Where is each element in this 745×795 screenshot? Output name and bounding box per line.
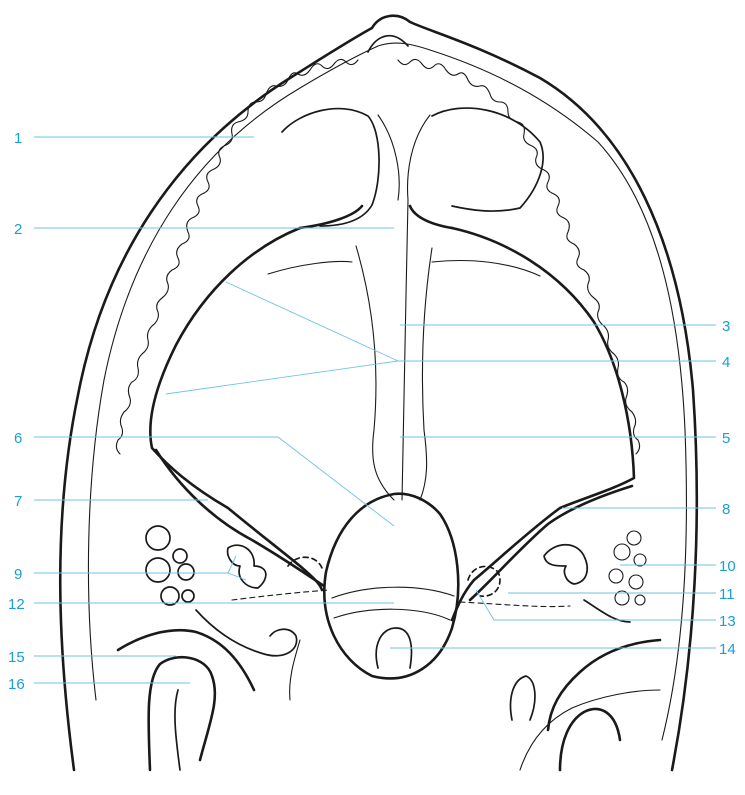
- mastoid-cells-right: [609, 531, 646, 605]
- suture-right: [398, 59, 640, 454]
- clivus-right: [420, 248, 432, 500]
- label-12: 12: [8, 596, 25, 613]
- label-6: 6: [14, 430, 22, 447]
- label-3: 3: [722, 318, 730, 335]
- clivus-left: [356, 246, 394, 500]
- leader-13: [476, 590, 716, 620]
- condyle-right: [560, 709, 620, 770]
- fossa-outline: [150, 228, 322, 590]
- label-8: 8: [722, 501, 730, 518]
- leader-4: [166, 282, 398, 394]
- foramen-band-1: [332, 587, 454, 598]
- jugular-left: [196, 610, 297, 656]
- label-1: 1: [14, 130, 22, 147]
- label-14: 14: [719, 641, 736, 658]
- jugular-right: [584, 600, 630, 622]
- label-7: 7: [14, 493, 22, 510]
- label-15: 15: [8, 649, 25, 666]
- lesser-wing-right: [410, 206, 452, 228]
- leader-6: [34, 437, 394, 526]
- tentorium-right: [432, 261, 540, 276]
- petrous-right: [470, 486, 632, 600]
- label-4: 4: [722, 354, 730, 371]
- fossa-outline-right: [452, 228, 634, 620]
- inner-skull-contour: [88, 43, 686, 740]
- lower-left-arc: [118, 630, 254, 690]
- ear-right: [544, 545, 587, 584]
- label-16: 16: [8, 676, 25, 693]
- jaw-right-inner: [520, 690, 660, 770]
- label-11: 11: [719, 586, 735, 603]
- tentorium-left: [268, 262, 352, 275]
- lower-right-arc: [548, 640, 660, 730]
- anterior-fossa-left: [282, 109, 379, 226]
- planum-left: [378, 115, 399, 200]
- suture-left: [116, 59, 358, 454]
- styloid-left: [290, 640, 300, 700]
- clivus-center: [402, 200, 408, 500]
- label-13: 13: [719, 613, 736, 630]
- dashed-line-left: [232, 590, 330, 600]
- anterior-fossa-right: [432, 108, 543, 211]
- mastoid-cells-left: [146, 526, 194, 605]
- skull-drawing: [60, 16, 697, 770]
- ear-left: [228, 545, 266, 588]
- condyle-left: [149, 657, 215, 770]
- label-2: 2: [14, 221, 22, 238]
- foramen-magnum: [324, 494, 458, 679]
- dashed-line-right: [460, 602, 570, 607]
- label-5: 5: [722, 430, 730, 447]
- condyle-left-inner: [175, 690, 180, 770]
- planum-right: [408, 115, 430, 200]
- condyle-right-small: [511, 676, 535, 720]
- foramen-band-2: [334, 609, 450, 620]
- label-9: 9: [14, 566, 22, 583]
- label-10: 10: [719, 558, 736, 575]
- leader-9: [34, 573, 246, 580]
